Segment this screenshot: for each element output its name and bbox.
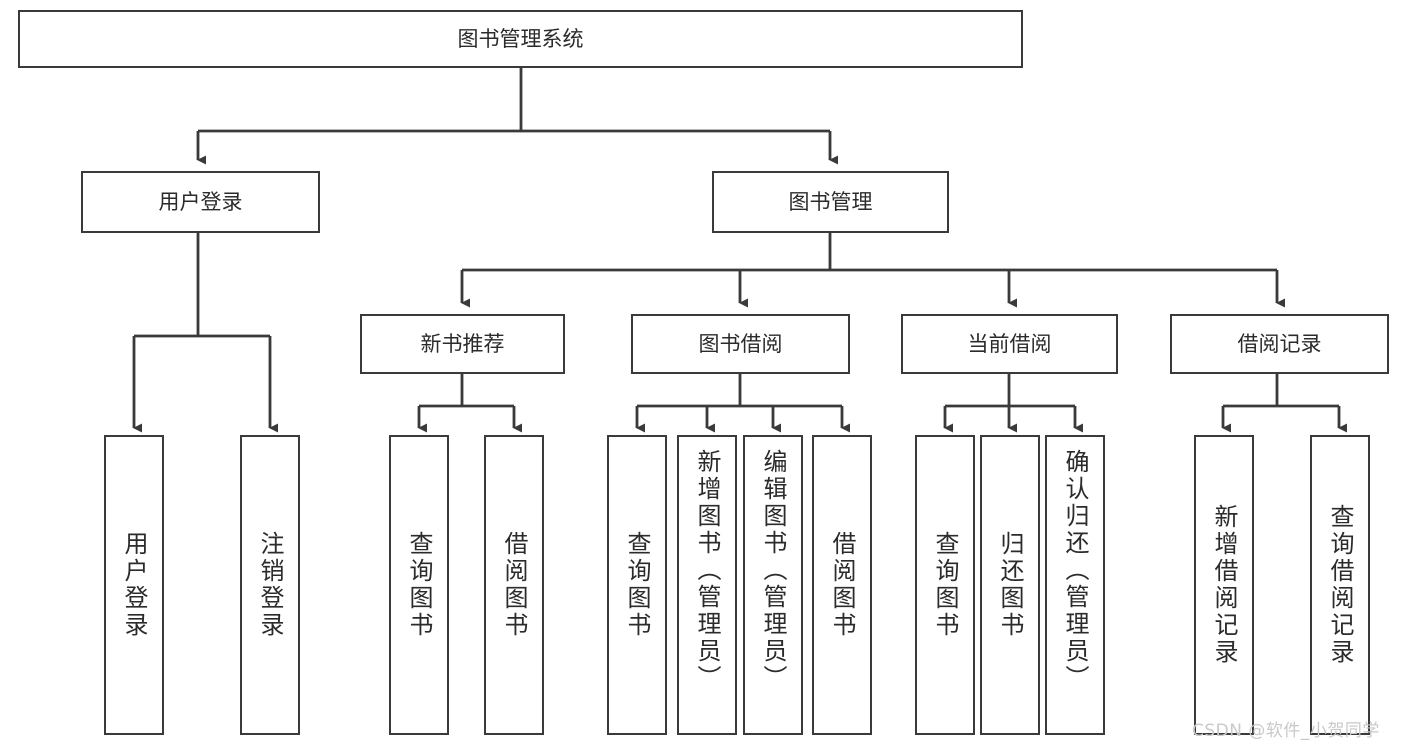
node-root-book-management-system[interactable]: 图书管理系统 [18, 10, 1023, 68]
node-leaf-query-borrow-record[interactable]: 查询借阅记录 [1310, 435, 1370, 735]
node-label: 查询图书 [931, 531, 959, 639]
node-user-login[interactable]: 用户登录 [81, 171, 320, 233]
node-label: 新书推荐 [420, 331, 505, 356]
node-leaf-edit-book-admin[interactable]: 编辑图书（管理员） [743, 435, 803, 735]
node-leaf-user-login[interactable]: 用户登录 [104, 435, 164, 735]
node-label: 确认归还（管理员） [1061, 449, 1089, 692]
node-label: 查询借阅记录 [1326, 504, 1354, 666]
node-leaf-return-book[interactable]: 归还图书 [980, 435, 1040, 735]
node-label: 图书借阅 [698, 331, 783, 356]
node-label: 查询图书 [623, 531, 651, 639]
node-label: 编辑图书（管理员） [759, 449, 787, 692]
node-book-borrow[interactable]: 图书借阅 [631, 314, 850, 374]
node-leaf-query-book-borrow[interactable]: 查询图书 [607, 435, 667, 735]
node-borrow-record[interactable]: 借阅记录 [1170, 314, 1389, 374]
node-leaf-logout[interactable]: 注销登录 [240, 435, 300, 735]
node-label: 当前借阅 [967, 331, 1052, 356]
node-leaf-query-book-newbook[interactable]: 查询图书 [389, 435, 449, 735]
node-label: 借阅图书 [828, 531, 856, 639]
node-label: 新增图书（管理员） [693, 449, 721, 692]
node-leaf-query-book-current[interactable]: 查询图书 [915, 435, 975, 735]
node-label: 新增借阅记录 [1210, 504, 1238, 666]
node-label: 用户登录 [158, 189, 243, 214]
node-current-borrow[interactable]: 当前借阅 [901, 314, 1118, 374]
node-label: 注销登录 [256, 531, 284, 639]
node-leaf-borrow-book-newbook[interactable]: 借阅图书 [484, 435, 544, 735]
node-label: 图书管理 [788, 189, 873, 214]
node-label: 用户登录 [120, 531, 148, 639]
node-leaf-confirm-return-admin[interactable]: 确认归还（管理员） [1045, 435, 1105, 735]
node-label: 借阅记录 [1237, 331, 1322, 356]
node-label: 归还图书 [996, 531, 1024, 639]
node-label: 查询图书 [405, 531, 433, 639]
node-book-management[interactable]: 图书管理 [712, 171, 949, 233]
node-leaf-borrow-book-borrow[interactable]: 借阅图书 [812, 435, 872, 735]
node-leaf-add-borrow-record[interactable]: 新增借阅记录 [1194, 435, 1254, 735]
node-label: 借阅图书 [500, 531, 528, 639]
node-leaf-add-book-admin[interactable]: 新增图书（管理员） [677, 435, 737, 735]
node-label: 图书管理系统 [457, 26, 584, 51]
node-new-book-recommend[interactable]: 新书推荐 [360, 314, 565, 374]
